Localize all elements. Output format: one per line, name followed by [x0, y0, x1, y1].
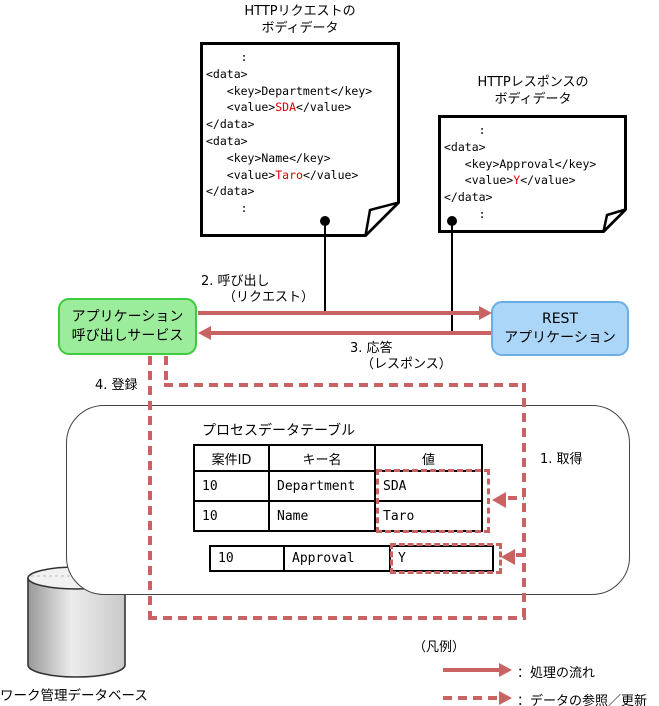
request-note-shape	[200, 42, 400, 237]
dashed-arrowhead-values	[492, 492, 506, 508]
cell-key-name: Name	[268, 500, 376, 532]
dashed-branch-values	[508, 496, 524, 500]
rest-box-label-line1: REST	[541, 310, 578, 327]
dashed-line-acquire-vertical	[522, 383, 526, 619]
step3-label: 3. 応答	[350, 341, 393, 356]
step3-sublabel: （レスポンス）	[361, 357, 452, 372]
table-row: 10 Approval Y	[209, 545, 494, 572]
table-row: 10 Name Taro	[193, 500, 483, 532]
response-body-code: :<data> <key>Approval</key> <value>Y</va…	[444, 123, 597, 221]
header-case-id: 案件ID	[193, 444, 270, 472]
request-note-anchor-dot	[320, 216, 330, 226]
cell-case-id: 10	[209, 545, 285, 572]
step1-label: 1. 取得	[540, 452, 583, 467]
response-note-connector	[451, 222, 453, 333]
legend-title: （凡例）	[413, 640, 466, 655]
approval-row-table: 10 Approval Y	[209, 545, 494, 572]
cell-key-name: Department	[268, 470, 376, 502]
dashed-line-acquire-stub	[164, 356, 168, 386]
table-header-row: 案件ID キー名 値	[193, 444, 483, 472]
request-note-title-line2: ボディデータ	[261, 21, 339, 36]
legend-flow-arrow-line	[443, 668, 501, 672]
request-arrowhead	[479, 306, 492, 320]
dashed-branch-approval	[516, 553, 524, 557]
approval-value-highlight	[390, 543, 502, 574]
request-flow-line	[198, 311, 479, 315]
response-note-shape	[438, 115, 627, 233]
service-box-label-line2: 呼び出しサービス	[71, 327, 184, 344]
response-flow-line	[211, 331, 491, 335]
dashed-line-acquire-horizontal	[164, 383, 526, 387]
database-label: ワーク管理データベース	[0, 688, 148, 704]
step2-label: 2. 呼び出し	[201, 274, 270, 289]
step2-sublabel: （リクエスト）	[223, 290, 315, 305]
step4-label: 4. 登録	[95, 378, 138, 393]
response-note-title-line2: ボディデータ	[494, 92, 572, 107]
service-box-label-line1: アプリケーション	[71, 308, 184, 325]
request-body-code: :<data> <key>Department</key> <value>SDA…	[206, 50, 373, 216]
rest-box-label-line2: アプリケーション	[504, 329, 616, 346]
legend-dashed-arrow-line	[443, 696, 501, 700]
cell-value: SDA	[374, 470, 483, 502]
cell-case-id: 10	[193, 470, 270, 502]
response-arrowhead	[198, 326, 211, 340]
legend-dashed-arrowhead	[499, 691, 512, 705]
cell-key-name: Approval	[283, 545, 391, 572]
dashed-arrowhead-approval	[501, 549, 515, 565]
header-key-name: キー名	[268, 444, 376, 472]
legend-refupdate-label: ：データの参照／更新	[517, 694, 648, 706]
header-value: 値	[374, 444, 483, 472]
dashed-line-bottom-horizontal	[148, 616, 526, 620]
response-note-title-line1: HTTPレスポンスの	[477, 75, 589, 90]
request-note-title-line1: HTTPリクエストの	[244, 4, 356, 19]
process-data-table: 案件ID キー名 値 10 Department SDA 10 Name Tar…	[193, 444, 483, 532]
legend-flow-arrowhead	[499, 663, 512, 677]
response-note-anchor-dot	[447, 216, 457, 226]
legend-flow-label: ：処理の流れ	[517, 666, 596, 681]
value-column-highlight	[376, 469, 490, 533]
application-call-service-box: アプリケーション 呼び出しサービス	[58, 298, 197, 355]
process-table-title: プロセスデータテーブル	[202, 423, 356, 439]
request-note-title: HTTPリクエストの ボディデータ	[200, 3, 400, 37]
rest-application-box: REST アプリケーション	[491, 301, 629, 356]
table-row: 10 Department SDA	[193, 470, 483, 502]
response-note-title: HTTPレスポンスの ボディデータ	[438, 74, 628, 108]
cell-case-id: 10	[193, 500, 270, 532]
dashed-line-register-vertical	[148, 356, 152, 618]
request-note-connector	[324, 222, 326, 312]
cell-value: Y	[389, 545, 494, 572]
